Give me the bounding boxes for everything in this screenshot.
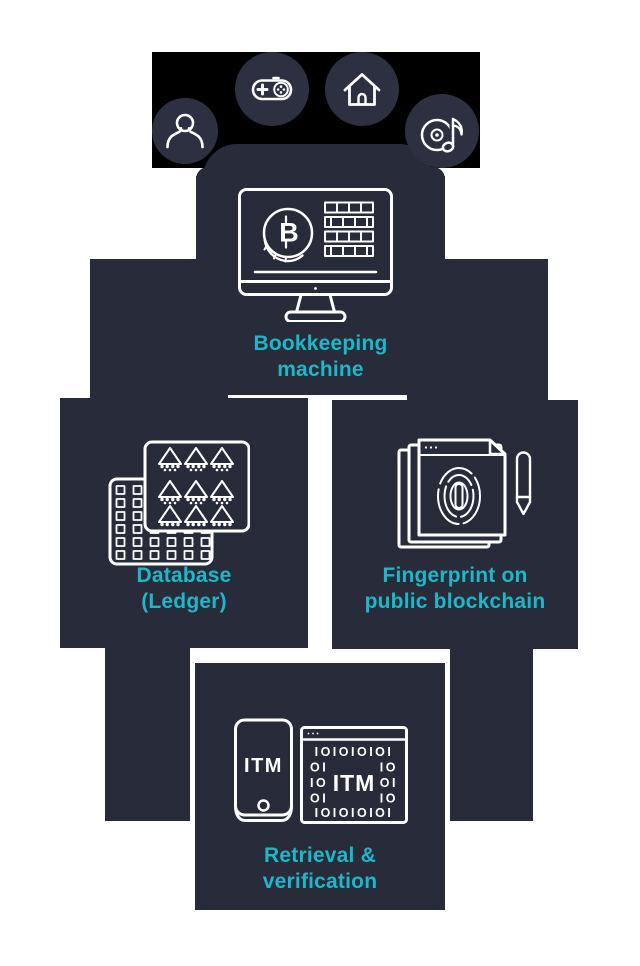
binary-row-2-right: IO bbox=[380, 761, 398, 775]
pen-icon bbox=[515, 451, 532, 516]
phone-icon bbox=[234, 718, 293, 817]
phone-itm-label: ITM bbox=[244, 755, 283, 777]
label-bookkeeping-line2: machine bbox=[277, 358, 364, 381]
label-database-line2: (Ledger) bbox=[141, 590, 227, 613]
connector-database-retrieval bbox=[105, 648, 190, 821]
bookkeeping-monitor-icon: B bbox=[238, 188, 393, 322]
connector-bookkeeping-database bbox=[90, 394, 228, 399]
music-disc-icon bbox=[420, 117, 463, 153]
binary-row-3-left: IO bbox=[310, 776, 328, 790]
label-retrieval: Retrieval & verification bbox=[195, 843, 445, 895]
home-icon bbox=[343, 73, 381, 106]
connector-fingerprint-retrieval bbox=[450, 649, 533, 821]
connector-bookkeeping-fingerprint bbox=[407, 394, 548, 401]
fingerprint-document-icon bbox=[397, 438, 532, 549]
retrieval-devices-icon: ITM IOIOIOIOI OI IO IO OI OI IO IOIOIOIO… bbox=[234, 718, 408, 824]
browser-window-icon bbox=[300, 726, 408, 824]
label-fingerprint: Fingerprint on public blockchain bbox=[332, 563, 578, 615]
merkle-trees bbox=[158, 447, 234, 527]
label-fingerprint-line2: public blockchain bbox=[364, 590, 546, 613]
label-fingerprint-line1: Fingerprint on bbox=[382, 564, 528, 587]
binary-row-4-right: IO bbox=[380, 792, 398, 806]
gamepad-icon bbox=[251, 76, 293, 101]
label-database: Database (Ledger) bbox=[60, 563, 308, 615]
binary-row-2-left: OI bbox=[310, 761, 328, 775]
browser-itm-label: ITM bbox=[333, 770, 376, 796]
music-circle bbox=[405, 94, 479, 168]
label-database-line1: Database bbox=[136, 564, 232, 587]
label-bookkeeping: Bookkeeping machine bbox=[196, 331, 445, 383]
label-bookkeeping-line1: Bookkeeping bbox=[253, 332, 388, 355]
gamepad-circle bbox=[235, 52, 309, 126]
binary-row-1: IOIOIOIOI bbox=[315, 745, 394, 759]
binary-row-4-left: OI bbox=[310, 792, 328, 806]
binary-row-5: IOIOIOIOI bbox=[315, 806, 394, 820]
bitcoin-symbol: B bbox=[279, 218, 299, 248]
home-circle bbox=[325, 52, 399, 126]
user-icon bbox=[166, 113, 204, 149]
binary-row-3-right: OI bbox=[380, 776, 398, 790]
user-circle bbox=[152, 98, 218, 164]
database-ledger-icon bbox=[108, 440, 250, 566]
label-retrieval-line2: verification bbox=[262, 870, 378, 893]
label-retrieval-line1: Retrieval & bbox=[264, 844, 376, 867]
